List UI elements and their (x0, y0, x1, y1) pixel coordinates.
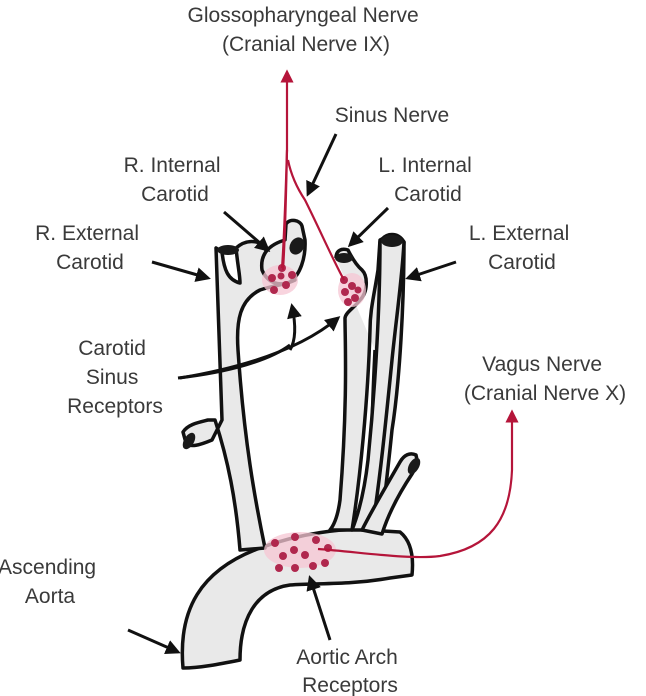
pointer-l-internal (347, 206, 390, 248)
label-l-external-carotid: L. External Carotid (469, 222, 575, 274)
label-l-internal-carotid: L. Internal Carotid (378, 154, 477, 206)
label-glossopharyngeal-nerve: Glossopharyngeal Nerve (Cranial Nerve IX… (188, 4, 425, 56)
pointer-l-external (405, 260, 457, 282)
pointer-ascending-aorta (127, 628, 181, 655)
aortic-arch (180, 527, 415, 670)
vagus-nerve (317, 409, 519, 559)
label-r-internal-carotid: R. Internal Carotid (124, 154, 227, 206)
label-sinus-nerve: Sinus Nerve (335, 104, 449, 127)
aortic-arch-receptors (271, 533, 332, 572)
lumen-l-external (381, 235, 403, 247)
lumen-r-internal (289, 237, 305, 255)
lumen-subclavian (407, 457, 421, 475)
pointer-carotid-sinus-right (287, 303, 302, 351)
sinus-nerve-right (280, 149, 289, 269)
label-vagus-nerve: Vagus Nerve (Cranial Nerve X) (464, 353, 626, 405)
sinus-nerve-left (286, 159, 345, 281)
lumen-l-internal (335, 253, 353, 263)
pointer-sinus-nerve (306, 133, 338, 197)
left-external-carotid (350, 232, 406, 532)
pointer-r-external (151, 260, 211, 282)
pointer-carotid-sinus-left (179, 316, 341, 380)
label-aortic-arch-receptors: Aortic Arch Receptors (296, 646, 403, 696)
label-r-external-carotid: R. External Carotid (35, 222, 145, 274)
right-carotid-trunk (181, 239, 297, 552)
label-ascending-aorta: Ascending Aorta (0, 556, 102, 608)
lumen-r-external (217, 245, 239, 255)
pointer-r-internal (223, 210, 271, 252)
label-carotid-sinus-receptors: Carotid Sinus Receptors (67, 337, 163, 418)
left-subclavian (360, 452, 419, 536)
pointer-aortic-arch-receptors (306, 575, 332, 641)
lumen-r-branch (182, 432, 196, 450)
